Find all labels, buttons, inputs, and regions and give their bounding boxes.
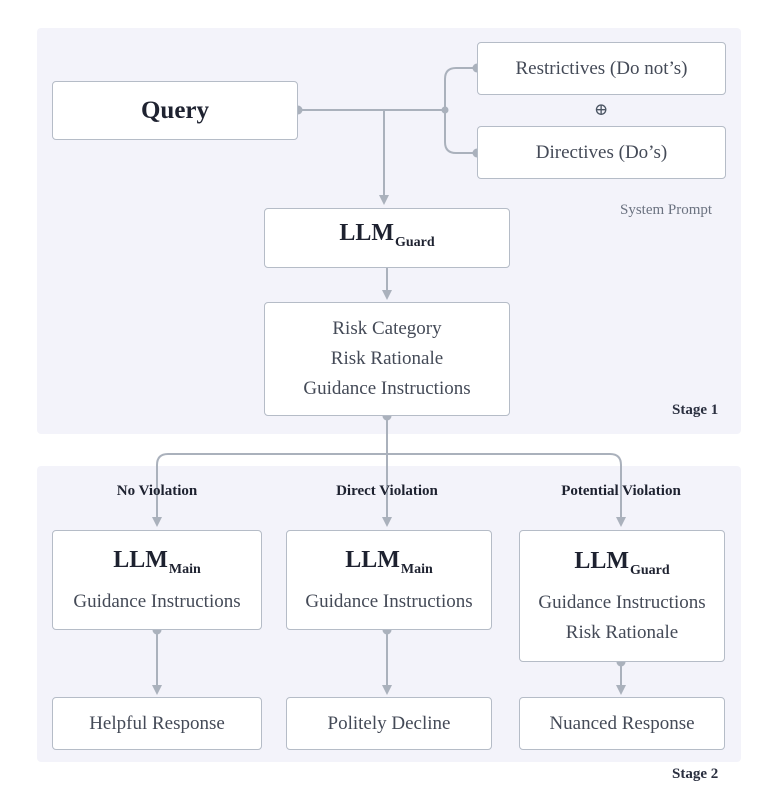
directives-box: Directives (Do’s) xyxy=(477,126,726,179)
llm-main-title-left: LLMMain xyxy=(113,543,201,587)
llm-main-name-left: LLM xyxy=(113,547,168,573)
nuanced-response-label: Nuanced Response xyxy=(549,712,695,734)
branch-label-potential-violation: Potential Violation xyxy=(561,483,681,499)
helpful-response-label: Helpful Response xyxy=(89,712,225,734)
nuanced-response-box: Nuanced Response xyxy=(519,697,725,750)
helpful-response-box: Helpful Response xyxy=(52,697,262,750)
guidance-instructions-mid: Guidance Instructions xyxy=(305,591,473,612)
llm-guard-subscript-right: Guard xyxy=(629,563,670,578)
branch-label-direct-violation: Direct Violation xyxy=(336,483,438,499)
llm-main-box-left: LLMMain Guidance Instructions xyxy=(52,530,262,630)
stage2-label: Stage 2 xyxy=(672,766,719,782)
restrictives-box: Restrictives (Do not’s) xyxy=(477,42,726,95)
stage1-label: Stage 1 xyxy=(672,402,719,418)
politely-decline-box: Politely Decline xyxy=(286,697,492,750)
output-risk-category: Risk Category xyxy=(332,318,442,339)
llm-guard-title-right: LLMGuard xyxy=(574,544,669,588)
restrictives-label: Restrictives (Do not’s) xyxy=(515,57,688,79)
query-label: Query xyxy=(140,96,210,124)
llm-guard-box: LLMGuard xyxy=(264,208,510,268)
llm-main-title-mid: LLMMain xyxy=(345,543,433,587)
branch-label-no-violation: No Violation xyxy=(116,483,198,499)
llm-main-box-mid: LLMMain Guidance Instructions xyxy=(286,530,492,630)
llm-main-subscript-left: Main xyxy=(168,562,201,577)
wire-branch-horizontal xyxy=(156,453,622,520)
llm-guard-name-right: LLM xyxy=(574,548,629,574)
politely-decline-label: Politely Decline xyxy=(327,712,451,734)
combine-symbol: ⊕ xyxy=(594,100,609,119)
stage1-output-box: Risk Category Risk Rationale Guidance In… xyxy=(264,302,510,416)
guidance-instructions-right: Guidance Instructions xyxy=(538,592,706,613)
guidance-instructions-left: Guidance Instructions xyxy=(73,591,241,612)
wire-bracket xyxy=(444,67,477,154)
llm-guard-subscript: Guard xyxy=(394,235,435,250)
system-prompt-label: System Prompt xyxy=(620,202,713,218)
llm-main-name-mid: LLM xyxy=(345,547,400,573)
llm-guard-name: LLM xyxy=(339,220,394,246)
query-box: Query xyxy=(52,81,298,140)
llm-guard-box-right: LLMGuard Guidance Instructions Risk Rati… xyxy=(519,530,725,662)
llm-main-subscript-mid: Main xyxy=(400,562,433,577)
llm-guard-title: LLMGuard xyxy=(339,216,434,260)
risk-rationale-right: Risk Rationale xyxy=(565,622,679,643)
output-risk-rationale: Risk Rationale xyxy=(330,348,444,369)
directives-label: Directives (Do’s) xyxy=(535,141,668,163)
output-guidance-instructions: Guidance Instructions xyxy=(303,378,471,399)
dot-bracket-mid xyxy=(441,106,449,114)
